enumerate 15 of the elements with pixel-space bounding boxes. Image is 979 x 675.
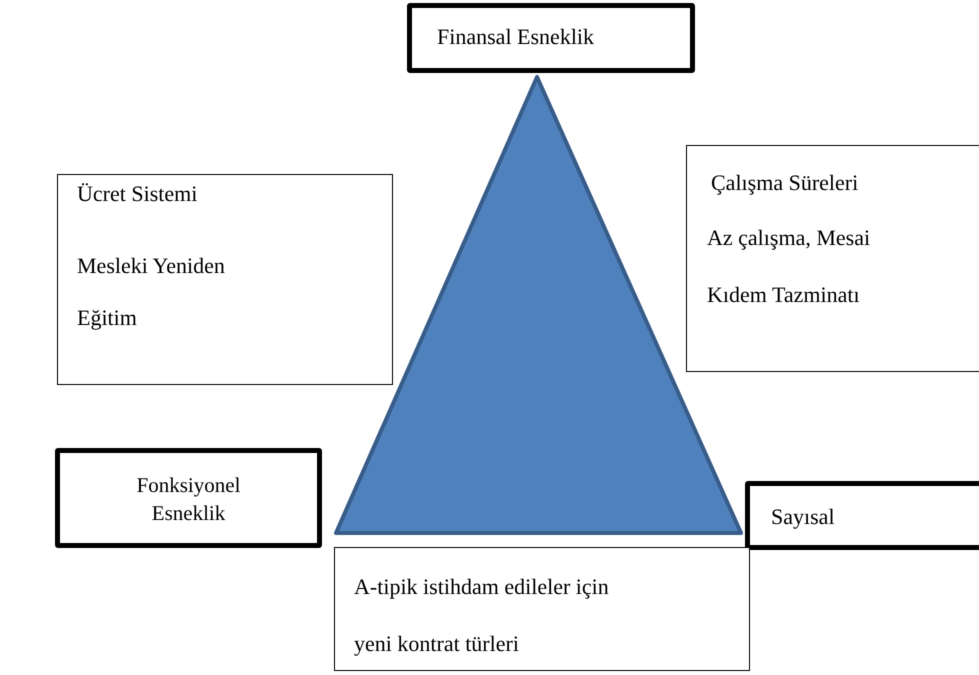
box-text: Kıdem Tazminatı (707, 281, 861, 309)
text-box (55, 448, 322, 548)
box-text: Çalışma Süreleri (710, 169, 860, 197)
box-text: Ücret Sistemi (77, 180, 198, 208)
text-box (407, 3, 695, 73)
text-box (745, 481, 979, 550)
box-text: Finansal Esneklik (437, 23, 596, 51)
box-text: Mesleki Yeniden Eğitim (77, 252, 226, 332)
text-box (686, 145, 979, 372)
box-text: Fonksiyonel Esneklik (136, 472, 242, 527)
text-box (334, 547, 750, 671)
box-text: Sayısal (771, 503, 836, 531)
box-text: Az çalışma, Mesai (707, 224, 872, 252)
box-text: A-tipik istihdam edileler için yeni kontrat türleri (354, 573, 610, 658)
text-box (57, 174, 393, 385)
